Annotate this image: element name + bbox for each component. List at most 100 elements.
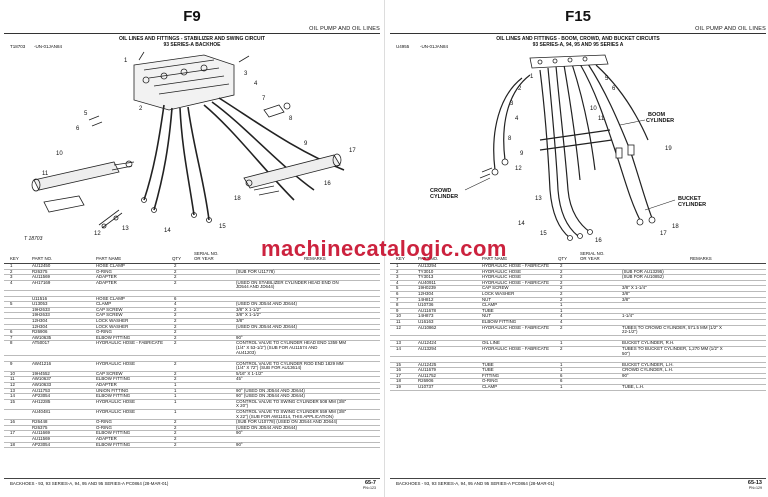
row-key: 7: [10, 334, 13, 340]
row-part-no: AU13294: [418, 263, 437, 268]
row-part-name: ELBOW FITTING: [96, 334, 131, 340]
row-qty: 2: [174, 360, 177, 366]
col-remarks: REMARKS: [690, 256, 712, 261]
svg-text:15: 15: [540, 231, 547, 237]
col-serial: SERIAL NO. OR YEAR: [580, 251, 605, 261]
row-key: 14: [396, 345, 401, 351]
row-part-no: AU40481: [32, 409, 51, 415]
row-part-name: ELBOW FITTING: [482, 318, 517, 324]
svg-text:17: 17: [660, 231, 667, 237]
row-part-no: AU12450: [32, 263, 51, 268]
row-qty: 2: [174, 323, 177, 329]
row-part-no: AU11752: [418, 372, 436, 378]
row-qty: 2: [174, 329, 177, 335]
row-key: 17: [396, 372, 401, 378]
row-qty: 2: [174, 436, 177, 442]
svg-text:10: 10: [590, 106, 597, 112]
swing-cylinder: [243, 153, 342, 196]
row-part-name: O-RING: [96, 268, 112, 274]
row-qty: 6: [560, 378, 563, 384]
section-name: OIL PUMP AND OIL LINES: [695, 26, 766, 32]
svg-text:9: 9: [304, 141, 308, 147]
figure-caption: OIL LINES AND FITTINGS - BOOM, CROWD, AN…: [390, 36, 766, 48]
row-key: 13: [396, 340, 401, 346]
svg-text:14: 14: [164, 228, 171, 234]
row-qty: 1: [560, 340, 563, 346]
diagram-label: T 18703: [24, 236, 43, 242]
row-key: 18: [10, 441, 15, 447]
row-remarks: (SUB FOR U11778): [236, 268, 275, 274]
svg-text:6: 6: [612, 86, 616, 92]
row-key: 19: [396, 384, 401, 390]
row-part-name: TUBE: [482, 367, 494, 373]
page-sub: PN=129: [748, 486, 762, 490]
svg-text:17: 17: [349, 148, 356, 154]
row-remarks: 1-1/4": [622, 313, 634, 319]
row-part-name: CLAMP: [96, 301, 112, 307]
row-qty: 2: [174, 306, 177, 312]
row-part-name: O-RING: [96, 329, 112, 335]
row-part-no: AW10635: [32, 334, 52, 340]
row-part-no: 19H4552: [32, 370, 50, 376]
row-part-no: AU11679: [418, 367, 436, 373]
row-qty: 2: [174, 370, 177, 376]
row-part-no: 14H812: [418, 296, 434, 302]
svg-text:5: 5: [605, 76, 609, 82]
row-qty: 2: [174, 376, 177, 382]
row-qty: 2: [560, 279, 563, 285]
control-valve-block: [133, 51, 250, 111]
row-remarks: 90° (USED ON JD544 AND JD644): [236, 393, 305, 399]
row-qty: 2: [174, 312, 177, 318]
row-part-name: TUBE: [482, 307, 494, 313]
svg-text:14: 14: [518, 221, 525, 227]
row-key: 11: [396, 318, 401, 324]
row-part-name: CAP SCREW: [96, 370, 123, 376]
row-remarks: 45°: [236, 376, 243, 382]
row-key: 12: [396, 324, 401, 330]
row-part-no: TY3010: [418, 268, 434, 274]
row-part-no: 19H2633: [32, 312, 50, 318]
row-key: 18: [396, 378, 401, 384]
row-remarks: CONTROL VALVE TO CYLINDER HEAD END 1359 …: [236, 340, 347, 355]
row-key: 2: [10, 268, 13, 274]
row-part-name: HYDRAULIC HOSE - FABRICATE: [482, 279, 550, 285]
page-sub: PN=123: [362, 486, 376, 490]
col-remarks: REMARKS: [304, 256, 326, 261]
table-row: [390, 357, 766, 363]
row-part-name: O-RING: [96, 419, 112, 425]
row-key: 9: [10, 360, 13, 366]
row-qty: 2: [174, 279, 177, 285]
row-part-no: AT50017: [32, 340, 50, 346]
row-part-no: AH17169: [32, 279, 51, 285]
svg-text:3: 3: [244, 71, 248, 77]
row-part-no: AU11569: [32, 436, 50, 442]
col-key: KEY: [396, 256, 405, 261]
row-remarks: CONTROL VALVE TO SWING CYLINDER 508 MM (…: [236, 398, 347, 409]
row-part-name: ADAPTER: [96, 436, 117, 442]
row-part-no: U10736: [418, 302, 434, 308]
row-part-no: AU11678: [418, 307, 436, 313]
row-part-no: AU12424: [418, 340, 437, 346]
row-part-no: U10737: [418, 384, 434, 390]
svg-text:1: 1: [124, 58, 128, 64]
page-divider: [384, 0, 385, 497]
row-qty: 2: [174, 268, 177, 274]
section-name: OIL PUMP AND OIL LINES: [309, 26, 380, 32]
row-key: 4: [396, 279, 399, 285]
row-part-name: TUBE: [482, 361, 494, 367]
